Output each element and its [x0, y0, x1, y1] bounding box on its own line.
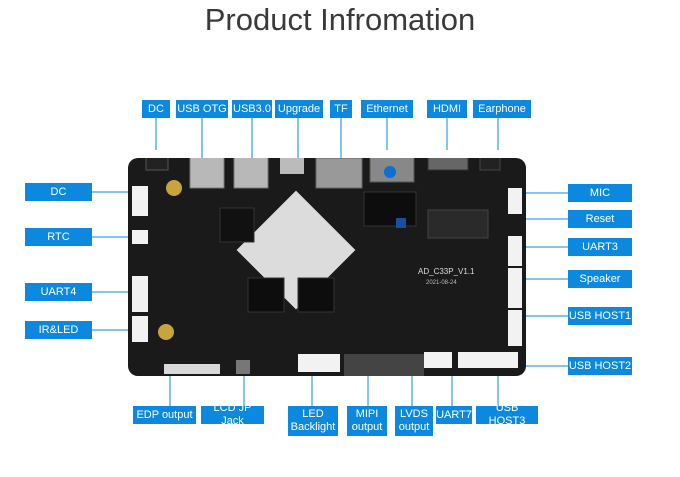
label-upgrade: Upgrade — [275, 100, 323, 118]
board-date: 2021-08-24 — [426, 280, 457, 286]
label-usb-host3: USB HOST3 — [476, 402, 538, 427]
label-uart3: UART3 — [568, 238, 632, 256]
label-tf: TF — [330, 100, 352, 118]
uart3-connector — [508, 236, 522, 266]
led-backlight-connector — [298, 354, 340, 372]
ram-chip — [297, 277, 335, 313]
mic-connector — [508, 188, 522, 214]
label-earphone: Earphone — [473, 100, 531, 118]
lvds-connector — [344, 354, 424, 376]
chip — [219, 207, 255, 243]
hdmi-port — [427, 158, 469, 171]
ffc-connector — [427, 209, 489, 239]
label-uart7: UART7 — [436, 406, 472, 424]
page-title: Product Infromation — [204, 2, 476, 37]
label-lvds-output: LVDS output — [395, 406, 433, 436]
usb3-port — [233, 158, 269, 189]
label-usb-host1: USB HOST1 — [568, 307, 632, 325]
label-speaker: Speaker — [568, 270, 632, 288]
label-uart4: UART4 — [25, 283, 92, 301]
label-reset: Reset — [568, 210, 632, 228]
earphone-jack — [479, 158, 501, 171]
label-mipi-output: MIPI output — [347, 406, 387, 436]
capacitor — [396, 218, 406, 228]
tf-slot — [315, 158, 363, 189]
board-silkscreen: AD_C33P_V1.1 — [418, 267, 475, 276]
label-usb30: USB3.0 — [232, 100, 272, 118]
label-rtc: RTC — [25, 228, 92, 246]
rtc-connector — [132, 230, 148, 244]
usb-host1-connector — [508, 310, 522, 346]
label-ethernet: Ethernet — [361, 100, 413, 118]
uart7-connector — [424, 352, 452, 368]
usb-host3-connector — [458, 352, 518, 368]
uart4-connector — [132, 276, 148, 312]
mount-hole — [158, 324, 174, 340]
label-ir-led: IR&LED — [25, 321, 92, 339]
mount-hole — [166, 180, 182, 196]
label-led-backlight: LED Backlight — [288, 406, 338, 436]
label-lcd-jp-jack: LCD JP Jack — [201, 402, 264, 427]
board-illustration: AD_C33P_V1.1 2021-08-24 — [128, 158, 526, 376]
label-dc-left: DC — [25, 183, 92, 201]
usb-otg-port — [189, 158, 225, 189]
label-dc-top: DC — [142, 100, 170, 118]
label-edp-output: EDP output — [133, 406, 196, 424]
edp-connector — [164, 364, 220, 374]
speaker-connector — [508, 268, 522, 308]
capacitor — [384, 166, 396, 178]
dc-jack — [145, 158, 169, 171]
ir-led-connector — [132, 316, 148, 342]
label-usb-otg: USB OTG — [176, 100, 228, 118]
emmc-chip — [363, 191, 417, 227]
dc-connector — [132, 186, 148, 216]
label-usb-host2: USB HOST2 — [568, 357, 632, 375]
label-hdmi: HDMI — [427, 100, 467, 118]
ram-chip — [247, 277, 285, 313]
label-mic: MIC — [568, 184, 632, 202]
upgrade-button — [280, 158, 304, 174]
lcd-jp-jack — [236, 360, 250, 374]
